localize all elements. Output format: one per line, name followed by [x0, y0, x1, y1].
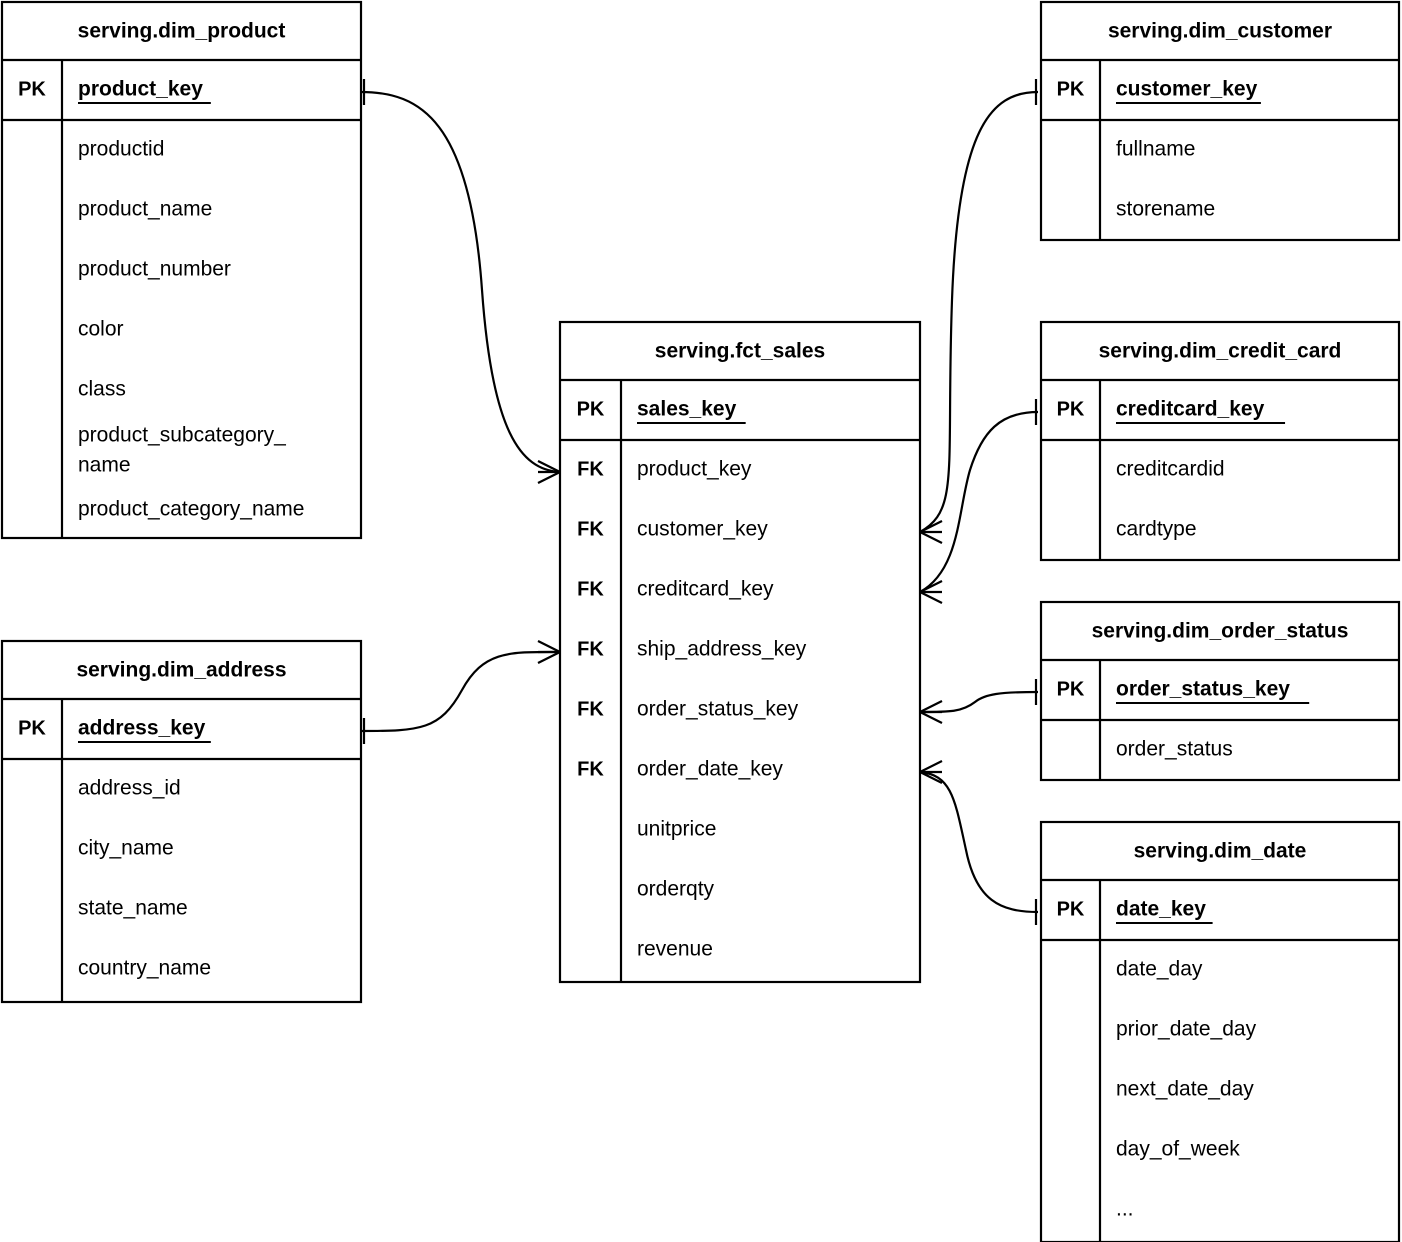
field-name[interactable]: color — [78, 318, 124, 341]
field-name[interactable]: productid — [78, 138, 164, 161]
fk-tag: FK — [577, 638, 604, 660]
field-name-wrap[interactable]: name — [78, 454, 131, 477]
pk-field-name[interactable]: product_key — [78, 78, 203, 101]
relationship-line[interactable] — [919, 770, 1039, 914]
field-name[interactable]: customer_key — [637, 518, 768, 541]
fk-tag: FK — [577, 758, 604, 780]
table-title: serving.dim_customer — [1108, 20, 1332, 43]
pk-field-name[interactable]: order_status_key — [1116, 678, 1290, 701]
fk-tag: FK — [577, 518, 604, 540]
field-name[interactable]: date_day — [1116, 958, 1203, 981]
field-name[interactable]: order_status — [1116, 738, 1233, 761]
relationship-dim_product-to-fct_sales[interactable] — [360, 79, 561, 484]
field-name[interactable]: creditcard_key — [637, 578, 774, 601]
field-name[interactable]: cardtype — [1116, 518, 1197, 541]
field-name[interactable]: product_name — [78, 198, 212, 221]
pk-tag: PK — [18, 717, 46, 739]
field-name[interactable]: unitprice — [637, 818, 716, 841]
field-name[interactable]: storename — [1116, 198, 1215, 221]
relationship-dim_customer-to-fct_sales[interactable] — [919, 79, 1039, 544]
pk-field-name[interactable]: date_key — [1116, 898, 1206, 921]
field-name[interactable]: product_subcategory_ — [78, 424, 286, 447]
relationship-dim_credit_card-to-fct_sales[interactable] — [919, 399, 1039, 604]
relationship-line[interactable] — [360, 650, 561, 733]
field-name[interactable]: revenue — [637, 938, 713, 961]
pk-field-name[interactable]: creditcard_key — [1116, 398, 1265, 421]
cardinality-many-crowsfoot — [537, 460, 561, 484]
field-name[interactable]: product_key — [637, 458, 752, 481]
field-name[interactable]: ship_address_key — [637, 638, 807, 661]
relationship-line[interactable] — [919, 410, 1039, 593]
field-name[interactable]: product_number — [78, 258, 231, 281]
cardinality-many-crowsfoot — [919, 580, 943, 604]
table-title: serving.dim_address — [76, 659, 286, 682]
field-name[interactable]: creditcardid — [1116, 458, 1225, 481]
field-name[interactable]: state_name — [78, 897, 188, 920]
pk-field-name[interactable]: address_key — [78, 717, 206, 740]
field-name[interactable]: day_of_week — [1116, 1138, 1240, 1161]
table-title: serving.fct_sales — [655, 340, 825, 363]
pk-tag: PK — [1057, 398, 1085, 420]
pk-tag: PK — [18, 78, 46, 100]
pk-tag: PK — [1057, 678, 1085, 700]
field-name[interactable]: orderqty — [637, 878, 715, 901]
relationship-line[interactable] — [360, 90, 561, 474]
fk-tag: FK — [577, 698, 604, 720]
field-name[interactable]: city_name — [78, 837, 174, 860]
relationship-dim_address-to-fct_sales[interactable] — [360, 640, 561, 744]
relationship-dim_date-to-fct_sales[interactable] — [919, 760, 1039, 925]
fk-tag: FK — [577, 578, 604, 600]
field-name[interactable]: order_status_key — [637, 698, 799, 721]
relationships-layer — [360, 79, 1039, 925]
cardinality-many-crowsfoot — [919, 520, 943, 544]
pk-tag: PK — [1057, 78, 1085, 100]
pk-field-name[interactable]: sales_key — [637, 398, 737, 421]
cardinality-many-crowsfoot — [919, 760, 943, 784]
pk-tag: PK — [1057, 898, 1085, 920]
table-title: serving.dim_date — [1134, 840, 1307, 863]
field-name[interactable]: class — [78, 378, 126, 401]
relationship-dim_order_status-to-fct_sales[interactable] — [919, 679, 1039, 724]
table-title: serving.dim_product — [78, 20, 286, 43]
table-title: serving.dim_credit_card — [1099, 340, 1342, 363]
fk-tag: FK — [577, 458, 604, 480]
field-name[interactable]: address_id — [78, 777, 181, 800]
field-name[interactable]: prior_date_day — [1116, 1018, 1257, 1041]
field-name[interactable]: order_date_key — [637, 758, 783, 781]
field-name[interactable]: product_category_name — [78, 498, 304, 521]
table-outline — [0, 639, 363, 1004]
cardinality-many-crowsfoot — [919, 700, 943, 724]
field-name[interactable]: country_name — [78, 957, 211, 980]
table-title: serving.dim_order_status — [1092, 620, 1349, 643]
pk-field-name[interactable]: customer_key — [1116, 78, 1258, 101]
field-name[interactable]: fullname — [1116, 138, 1195, 161]
relationship-line[interactable] — [919, 90, 1039, 533]
field-name[interactable]: ... — [1116, 1198, 1134, 1221]
field-name[interactable]: next_date_day — [1116, 1078, 1254, 1101]
relationship-line[interactable] — [919, 690, 1039, 714]
pk-tag: PK — [577, 398, 605, 420]
cardinality-many-crowsfoot — [537, 640, 561, 664]
